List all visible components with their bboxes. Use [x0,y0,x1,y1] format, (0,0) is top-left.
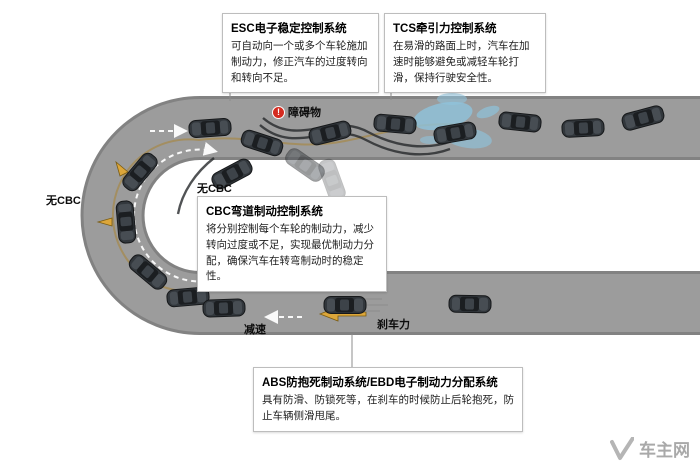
tcs-callout-title: TCS牵引力控制系统 [393,23,497,35]
abs-callout-body: 具有防滑、防锁死等，在刹车的时候防止后轮抱死，防止车辆侧滑甩尾。 [262,394,514,422]
obstacle-label-text: 障碍物 [288,107,321,119]
car-braking-icon [323,296,367,314]
brake-force-label: 刹车力 [377,319,410,331]
drift-trail-icon [235,171,254,197]
car-icon [372,113,418,135]
brake-force-arrow-icon [115,160,129,177]
tcs-callout-body: 在易滑的路面上时，汽车在加速时能够避免或减轻车轮打滑，保持行驶安全性。 [393,40,530,84]
cbc-callout-title: CBC弯道制动控制系统 [206,206,323,218]
esc-callout-title: ESC电子稳定控制系统 [231,23,347,35]
cbc-callout-body: 将分别控制每个车轮的制动力，减少转向过度或不足，实现最优制动力分配，确保汽车在转… [206,223,374,283]
car-icon [561,117,605,139]
watermark: 车主网 [610,436,690,461]
brake-force-arrow-icon [96,217,113,227]
decelerate-label: 减速 [244,324,266,336]
abs-callout-title: ABS防抱死制动系统/EBD电子制动力分配系统 [262,377,498,389]
no-cbc-mid-label: 无CBC [197,183,232,195]
site-logo-icon [610,436,634,460]
car-icon [187,117,233,139]
abs-callout: ABS防抱死制动系统/EBD电子制动力分配系统 具有防滑、防锁死等，在刹车的时候… [253,367,523,432]
esc-callout: ESC电子稳定控制系统 可自动向一个或多个车轮施加制动力，修正汽车的过度转向和转… [222,13,379,94]
car-icon [202,298,246,318]
cbc-callout: CBC弯道制动控制系统 将分别控制每个车轮的制动力，减少转向过度或不足，实现最优… [197,196,387,292]
skid-marks [176,117,453,215]
car-icon [448,294,492,314]
esc-callout-body: 可自动向一个或多个车轮施加制动力，修正汽车的过度转向和转向不足。 [231,40,368,84]
tcs-callout: TCS牵引力控制系统 在易滑的路面上时，汽车在加速时能够避免或减轻车轮打滑，保持… [384,13,546,94]
obstacle-label: ! 障碍物 [272,104,321,120]
no-cbc-left-label: 无CBC [46,195,81,207]
site-name: 车主网 [639,441,690,460]
obstacle-marker-icon: ! [272,105,285,119]
car-icon [115,199,137,245]
